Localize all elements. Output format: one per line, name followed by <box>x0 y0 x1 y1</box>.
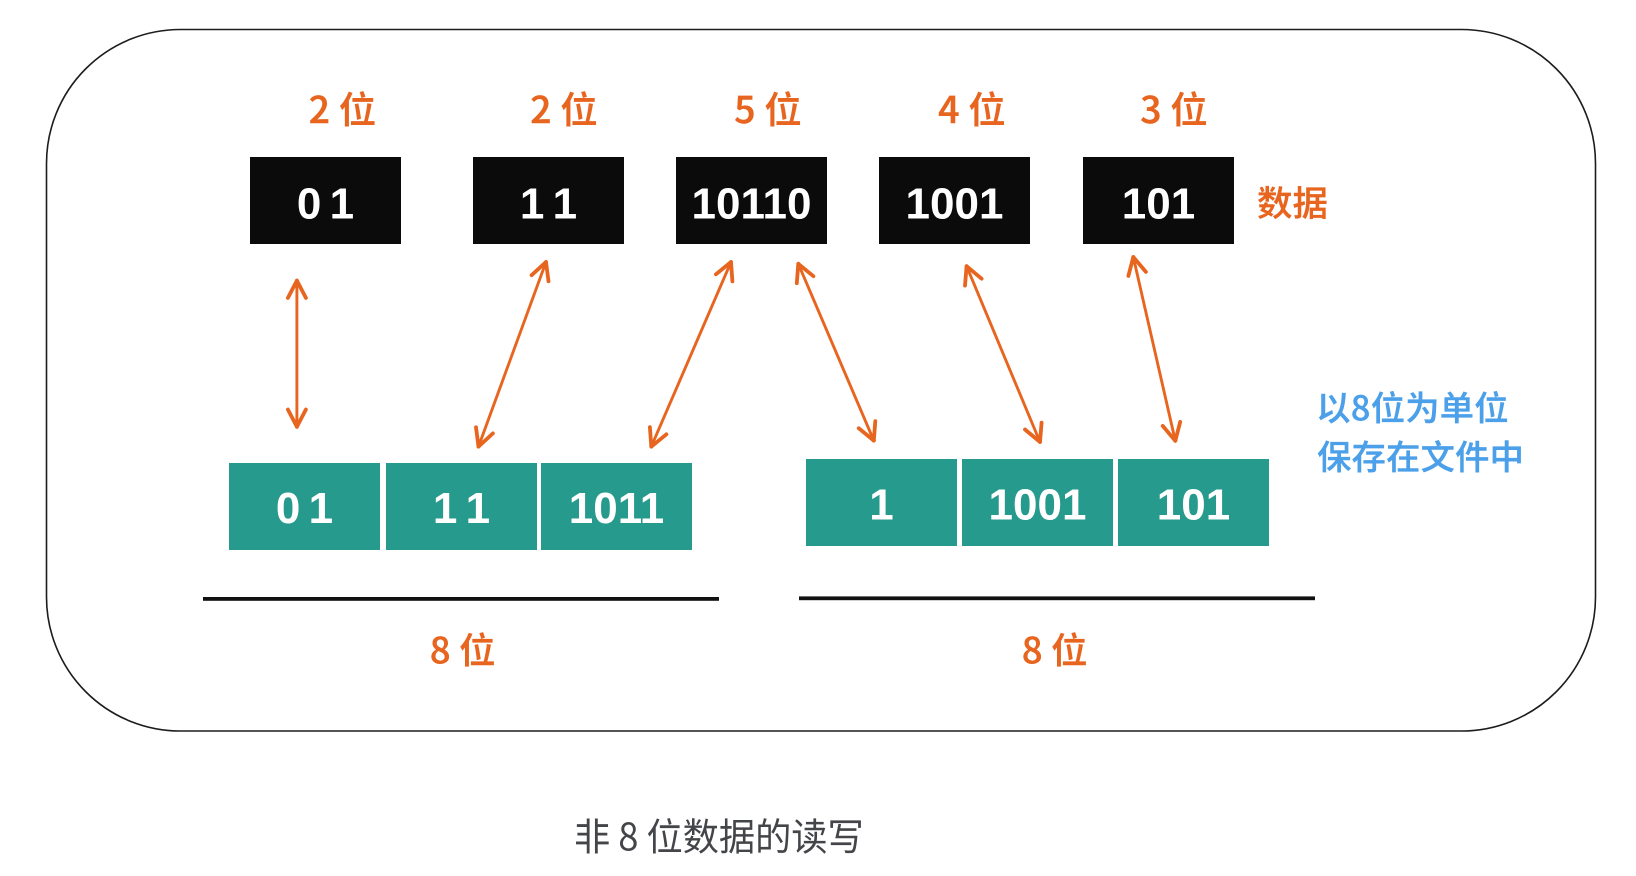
svg-text:101: 101 <box>1122 180 1195 229</box>
svg-text:0 1: 0 1 <box>297 180 354 229</box>
svg-text:101: 101 <box>1157 481 1230 530</box>
svg-text:1 1: 1 1 <box>520 180 577 229</box>
svg-text:0 1: 0 1 <box>276 484 333 533</box>
svg-text:10110: 10110 <box>692 180 812 229</box>
svg-text:1 1: 1 1 <box>433 484 490 533</box>
svg-text:1011: 1011 <box>569 484 664 533</box>
svg-text:1001: 1001 <box>989 481 1087 530</box>
svg-text:1: 1 <box>869 481 893 530</box>
svg-text:1001: 1001 <box>906 180 1004 229</box>
